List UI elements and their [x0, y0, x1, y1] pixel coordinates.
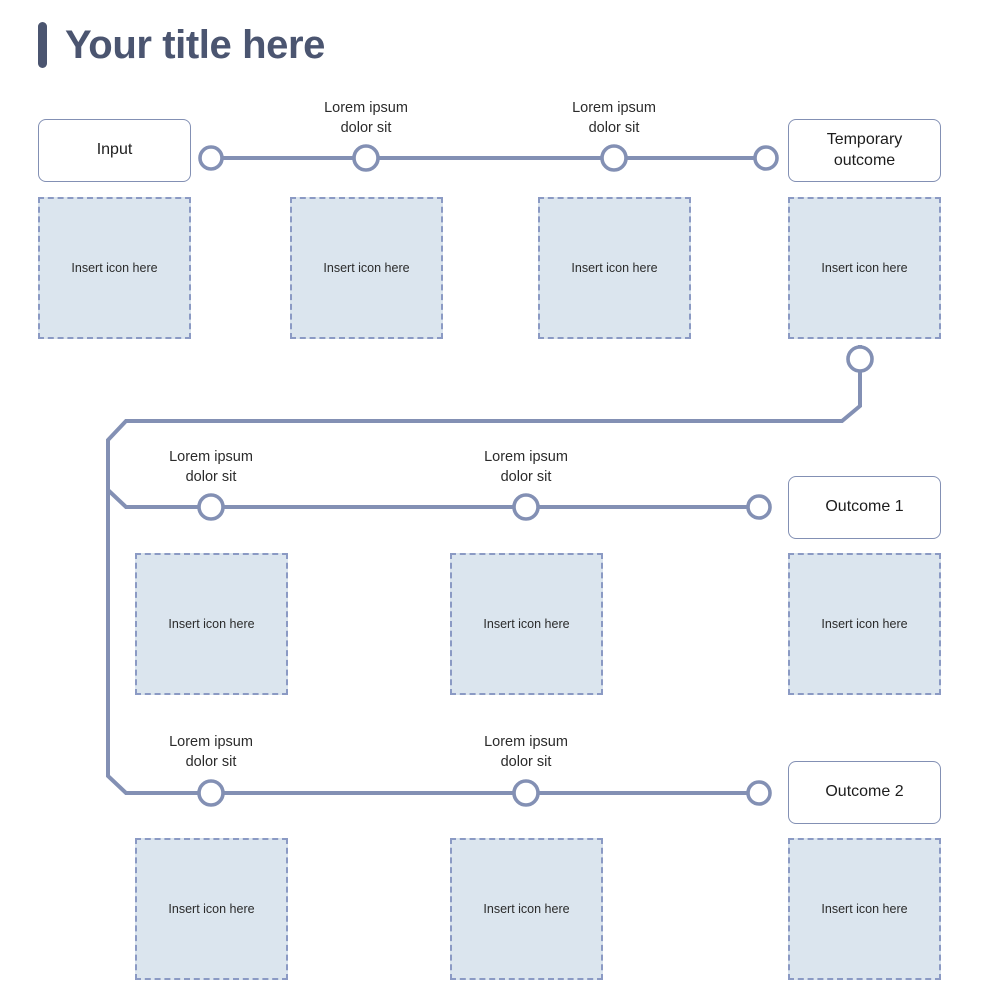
- icon-placeholder-o2-2[interactable]: Insert icon here: [450, 838, 603, 980]
- icon-placeholder-main-1[interactable]: Insert icon here: [38, 197, 191, 339]
- icon-placeholder-main-3[interactable]: Insert icon here: [538, 197, 691, 339]
- milestone-circle-main-3: [753, 145, 779, 171]
- icon-placeholder-label: Insert icon here: [168, 617, 255, 631]
- icon-placeholder-label: Insert icon here: [821, 261, 908, 275]
- milestone-circle-main-1: [352, 144, 380, 172]
- milestone-circle-main-2: [600, 144, 628, 172]
- page-title: Your title here: [38, 22, 325, 68]
- junction-circle-temp-outcome: [846, 345, 874, 373]
- node-temporary-outcome-label: Temporary outcome: [826, 130, 903, 169]
- step-label-o2-1: Lorem ipsum dolor sit: [169, 734, 253, 770]
- milestone-circle-o2-0: [197, 779, 225, 807]
- node-outcome-2[interactable]: Outcome 2: [788, 761, 941, 824]
- node-input-label: Input: [96, 141, 133, 159]
- step-label-main-1: Lorem ipsum dolor sit: [324, 100, 408, 136]
- page-title-text: Your title here: [65, 23, 325, 67]
- icon-placeholder-label: Insert icon here: [323, 261, 410, 275]
- icon-placeholder-o1-3[interactable]: Insert icon here: [788, 553, 941, 695]
- node-outcome-2-label: Outcome 2: [825, 783, 904, 801]
- node-outcome-1-label: Outcome 1: [825, 498, 904, 516]
- milestone-circle-o1-1: [512, 493, 540, 521]
- icon-placeholder-label: Insert icon here: [821, 902, 908, 916]
- icon-placeholder-main-4[interactable]: Insert icon here: [788, 197, 941, 339]
- icon-placeholder-label: Insert icon here: [71, 261, 158, 275]
- icon-placeholder-o2-1[interactable]: Insert icon here: [135, 838, 288, 980]
- icon-placeholder-label: Insert icon here: [483, 902, 570, 916]
- node-temporary-outcome[interactable]: Temporary outcome: [788, 119, 941, 182]
- step-label-o1-2: Lorem ipsum dolor sit: [484, 449, 568, 485]
- icon-placeholder-label: Insert icon here: [571, 261, 658, 275]
- icon-placeholder-o2-3[interactable]: Insert icon here: [788, 838, 941, 980]
- icon-placeholder-label: Insert icon here: [168, 902, 255, 916]
- node-input[interactable]: Input: [38, 119, 191, 182]
- icon-placeholder-main-2[interactable]: Insert icon here: [290, 197, 443, 339]
- step-label-main-2: Lorem ipsum dolor sit: [572, 100, 656, 136]
- icon-placeholder-o1-1[interactable]: Insert icon here: [135, 553, 288, 695]
- icon-placeholder-label: Insert icon here: [821, 617, 908, 631]
- milestone-circle-o1-0: [197, 493, 225, 521]
- node-outcome-1[interactable]: Outcome 1: [788, 476, 941, 539]
- milestone-circle-o2-1: [512, 779, 540, 807]
- icon-placeholder-o1-2[interactable]: Insert icon here: [450, 553, 603, 695]
- milestone-circle-o2-2: [746, 780, 772, 806]
- step-label-o2-2: Lorem ipsum dolor sit: [484, 734, 568, 770]
- icon-placeholder-label: Insert icon here: [483, 617, 570, 631]
- milestone-circle-main-0: [198, 145, 224, 171]
- milestone-circle-o1-2: [746, 494, 772, 520]
- step-label-o1-1: Lorem ipsum dolor sit: [169, 449, 253, 485]
- branch-outcome-1-stub: [106, 488, 212, 509]
- title-accent-bar: [38, 22, 47, 68]
